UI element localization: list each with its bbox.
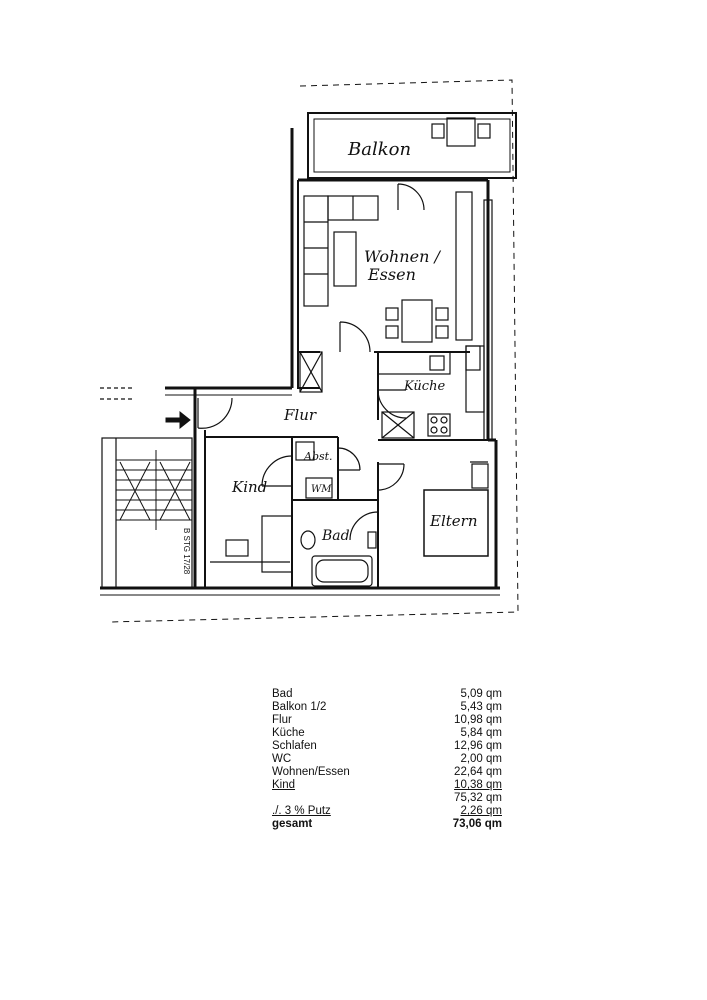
- room-label-kueche: Küche: [403, 379, 445, 394]
- stairwell: [101, 437, 193, 589]
- area-value: 22,64 qm: [454, 766, 502, 778]
- kind-door: [261, 455, 293, 487]
- stove: [427, 413, 451, 437]
- double-bed: [423, 489, 489, 557]
- entrance-door: [197, 397, 233, 429]
- area-table: Bad 5,09 qm Balkon 1/2 5,43 qm Flur 10,98 q…: [272, 688, 502, 831]
- room-label-eltern: Eltern: [429, 512, 477, 530]
- area-name: Küche: [272, 727, 305, 739]
- room-label-abst: Abst.: [303, 450, 333, 463]
- area-value: 5,84 qm: [460, 727, 502, 739]
- room-label-bad: Bad: [321, 528, 350, 544]
- total-label: gesamt: [272, 818, 313, 830]
- area-value: 12,96 qm: [454, 740, 502, 752]
- area-name: Flur: [272, 714, 292, 726]
- balcony-outline: [307, 112, 517, 179]
- bathtub: [311, 555, 373, 587]
- sofa: [303, 195, 329, 307]
- dining-table: [401, 299, 433, 343]
- kitchen-counter: [377, 351, 451, 375]
- area-name: WC: [272, 753, 292, 765]
- kind-desk: [261, 515, 293, 573]
- stair-note: B STG 17/28: [182, 528, 191, 575]
- eltern-door: [377, 463, 405, 491]
- bad-door: [349, 511, 379, 541]
- coffee-table: [333, 231, 357, 287]
- room-label-kind: Kind: [231, 478, 267, 496]
- property-boundary: [109, 79, 519, 623]
- area-value: 10,38 qm: [454, 779, 502, 791]
- area-value: 5,09 qm: [460, 688, 502, 700]
- area-name: Wohnen/Essen: [272, 766, 350, 778]
- deduction-label: ./. 3 % Putz: [272, 805, 331, 817]
- room-label-flur: Flur: [283, 406, 317, 424]
- balcony-door: [397, 183, 425, 211]
- toilet: [300, 530, 316, 550]
- area-value: 2,00 qm: [460, 753, 502, 765]
- area-value: 5,43 qm: [460, 701, 502, 713]
- floor-plan: Balkon Wohnen / Essen Küche Flur Abst. W…: [100, 79, 519, 623]
- total-value: 73,06 qm: [452, 818, 502, 830]
- area-name: Kind: [272, 779, 296, 791]
- subtotal-value: 75,32 qm: [454, 792, 502, 804]
- shaft: [299, 351, 323, 393]
- washing-machine: [305, 477, 333, 499]
- wc-door: [337, 447, 361, 471]
- living-door: [339, 321, 371, 353]
- room-label-wm: WM: [311, 484, 332, 495]
- area-name: Balkon 1/2: [272, 701, 327, 713]
- area-name: Schlafen: [272, 740, 317, 752]
- sideboard: [455, 191, 473, 341]
- area-name: Bad: [272, 688, 293, 700]
- room-label-balkon: Balkon: [347, 139, 411, 160]
- kitchen-door: [377, 389, 407, 419]
- room-label-wohnen: Wohnen /: [364, 247, 441, 266]
- deduction-value: 2,26 qm: [460, 805, 502, 817]
- entrance-arrow-icon: [165, 410, 191, 430]
- room-label-essen: Essen: [367, 265, 416, 284]
- balcony-table: [446, 117, 476, 147]
- area-value: 10,98 qm: [454, 714, 502, 726]
- stair-steps: [116, 450, 192, 530]
